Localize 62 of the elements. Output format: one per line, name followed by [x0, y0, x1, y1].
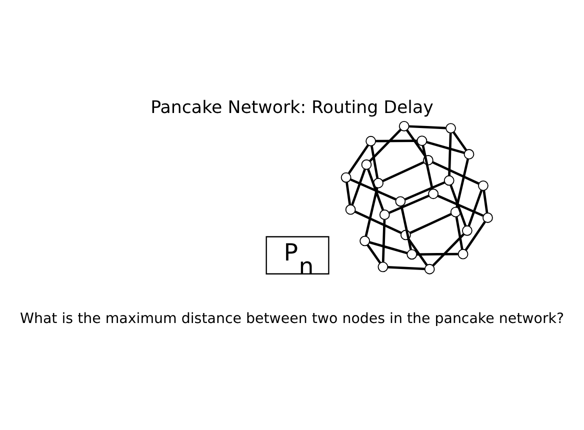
connector	[468, 190, 483, 226]
connector	[452, 132, 468, 151]
connector	[407, 238, 428, 266]
node-circle	[340, 172, 352, 183]
node-circle	[360, 236, 370, 246]
connector	[350, 178, 396, 200]
node-circle	[400, 230, 411, 240]
node-circle	[366, 136, 376, 146]
node-circle	[446, 123, 456, 134]
connector	[437, 194, 484, 217]
connector	[450, 184, 467, 226]
connector	[376, 140, 417, 142]
diagram-title: Pancake Network: Routing Delay	[150, 98, 434, 118]
node-circle	[450, 206, 461, 218]
connector	[351, 168, 366, 206]
connector	[364, 188, 378, 236]
connector	[346, 182, 352, 205]
connector	[388, 266, 425, 270]
node-circle	[345, 204, 356, 215]
connector	[410, 213, 452, 234]
connector	[366, 244, 382, 264]
connector	[406, 129, 426, 157]
connector	[448, 133, 452, 176]
connector	[388, 194, 430, 214]
node-circle	[464, 149, 474, 160]
connector	[482, 190, 488, 214]
node-circle	[398, 120, 410, 132]
label: What is the maximum distance between two nodes in the pancake network?	[20, 311, 564, 328]
connector	[369, 241, 408, 254]
node-circle	[416, 136, 428, 146]
connector	[369, 128, 402, 162]
connector	[400, 206, 412, 250]
node-circle	[424, 264, 435, 274]
connector	[382, 161, 424, 182]
connector	[432, 233, 465, 266]
connector	[456, 158, 470, 208]
connector	[367, 168, 384, 210]
node-circle	[458, 248, 468, 260]
node-circle	[422, 155, 434, 166]
connector	[408, 125, 446, 130]
connector	[348, 144, 369, 174]
node-circle	[444, 175, 454, 186]
node-circle	[462, 225, 472, 236]
connector	[432, 161, 480, 185]
node-circle	[482, 212, 493, 223]
node-circle	[378, 262, 388, 272]
connector	[464, 221, 486, 251]
connector	[455, 216, 464, 250]
connector	[382, 220, 386, 262]
node-circle	[373, 178, 384, 188]
connector	[354, 210, 402, 234]
connector	[404, 181, 446, 201]
connector	[416, 252, 458, 256]
node-circle	[395, 196, 406, 207]
node-circle	[406, 249, 418, 260]
connector	[370, 146, 379, 179]
node-circle	[379, 210, 390, 220]
node-circle	[428, 188, 439, 200]
connector	[422, 145, 434, 190]
node-circle	[478, 180, 488, 191]
connector	[426, 141, 465, 154]
node-circle	[361, 159, 372, 170]
